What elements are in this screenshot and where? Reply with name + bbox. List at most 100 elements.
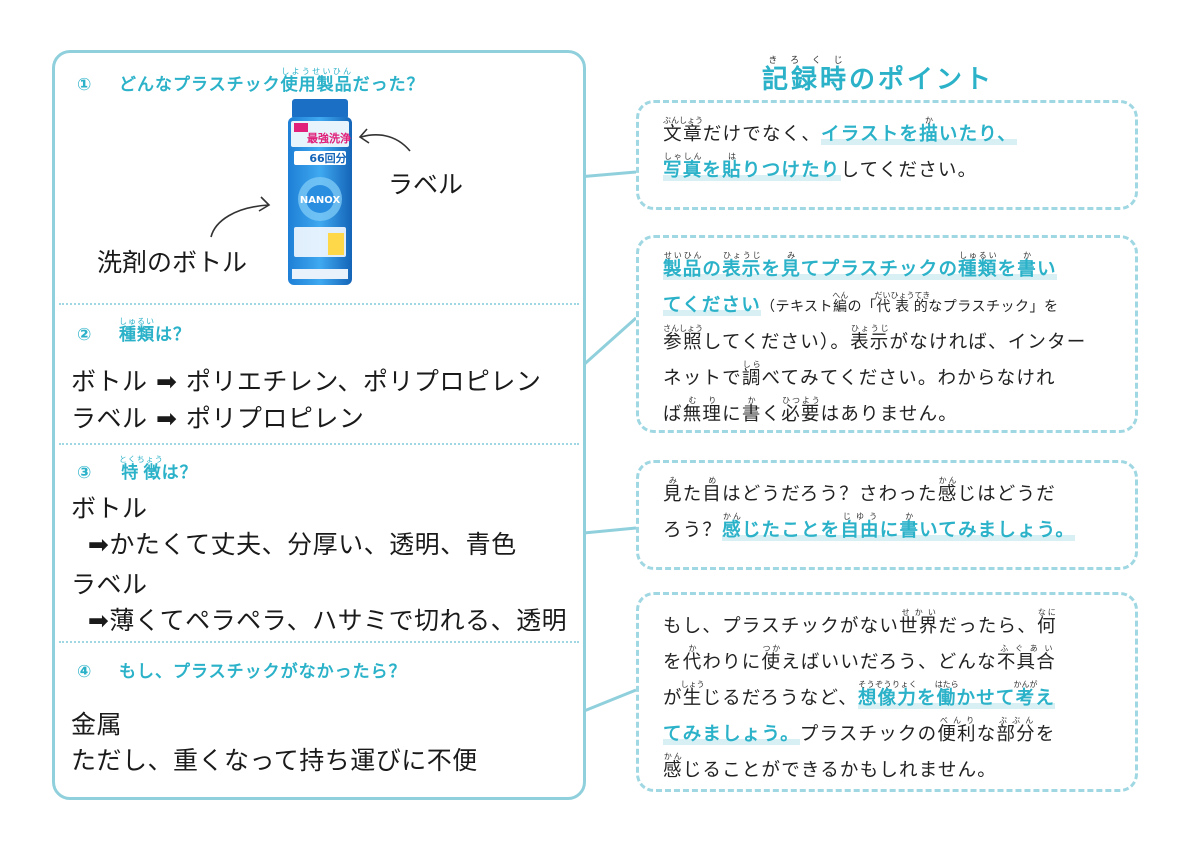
tip-text: 表示 bbox=[850, 332, 890, 353]
furigana: かん bbox=[722, 512, 742, 521]
tip-text: べてみてください。わからなけれ bbox=[761, 368, 1056, 389]
tip-text: に bbox=[722, 404, 742, 425]
furigana: かん bbox=[937, 476, 958, 485]
tip-text: を bbox=[663, 652, 683, 673]
answer-3-line-1: ボトル bbox=[71, 494, 148, 523]
tip-text: 感かんじたことを自由じゆうに書かいてみましょう。 bbox=[722, 512, 1076, 541]
tip-text: 調 bbox=[741, 368, 762, 389]
tip-text: 部分 bbox=[996, 724, 1036, 745]
tip-text: 製品せいひんの表示ひょうじを見みてプラスチックの種類しゅるいを書かい bbox=[663, 251, 1057, 280]
furigana: しょう bbox=[680, 680, 705, 689]
label-callout: ラベル bbox=[388, 170, 464, 199]
tip-text: 種類しゅるい bbox=[958, 251, 997, 280]
tip-text: 参照さんしょう bbox=[663, 324, 703, 353]
tip-text: に bbox=[879, 520, 900, 541]
tip-text: 描か bbox=[919, 116, 939, 145]
tip-text: 書 bbox=[1017, 259, 1037, 280]
furigana: ふぐあい bbox=[996, 644, 1056, 653]
tip-text: 世界せかい bbox=[899, 608, 938, 637]
tip-text: ろう？ bbox=[663, 520, 723, 541]
furigana: は bbox=[722, 152, 742, 161]
furigana: ひょうじ bbox=[722, 251, 762, 260]
tip-text: がなければ、インター bbox=[889, 332, 1087, 353]
tip-text: もし、プラスチックがない bbox=[663, 616, 900, 637]
tip-text: 生 bbox=[680, 688, 705, 709]
tip-text: なプラスチック」を bbox=[928, 299, 1059, 315]
furigana: かんが bbox=[1013, 680, 1038, 689]
tip-text: 代表的だいひょうてき bbox=[875, 291, 931, 315]
bottle-count: 66回分 bbox=[309, 151, 346, 165]
tip-text: 代か bbox=[682, 644, 703, 673]
furigana: か bbox=[1017, 251, 1037, 260]
tip-text: いたり、 bbox=[938, 124, 1017, 145]
tip-text: 描 bbox=[919, 124, 939, 145]
tip-text: だったら、 bbox=[938, 616, 1037, 637]
tip-text: だけでなく、 bbox=[702, 124, 822, 145]
furigana: め bbox=[702, 476, 723, 485]
tip-text: の bbox=[702, 259, 723, 280]
furigana: しゃしん bbox=[663, 152, 703, 161]
tip-text: を bbox=[1035, 724, 1056, 745]
tip-text: 貼は bbox=[722, 152, 742, 181]
tip-text: してください）。 bbox=[702, 332, 851, 353]
tip-text: 貼 bbox=[722, 160, 742, 181]
arrow-to-bottle-icon bbox=[210, 196, 271, 238]
tip-text: じはどうだ bbox=[957, 484, 1056, 505]
tip-text: え bbox=[1035, 688, 1056, 709]
tip-text: た bbox=[682, 484, 703, 505]
bottle-brand: NANOX bbox=[300, 195, 341, 206]
tip-text: な bbox=[976, 724, 997, 745]
tip-text: 目め bbox=[702, 476, 723, 505]
points-title: 記録時きろくじのポイント bbox=[762, 56, 995, 95]
answer-2-line-2: ラベル ➡ ポリプロピレン bbox=[71, 404, 365, 433]
tip-text: く bbox=[761, 404, 782, 425]
tip-text: 感 bbox=[722, 520, 742, 541]
tip-text: 文章 bbox=[663, 124, 703, 145]
furigana: か bbox=[741, 396, 762, 405]
furigana: せいひん bbox=[663, 251, 703, 260]
tip-text: じるだろうなど、 bbox=[702, 688, 858, 709]
furigana: ひつよう bbox=[781, 396, 821, 405]
tip-text: 書 bbox=[741, 404, 762, 425]
bottle-callout: 洗剤のボトル bbox=[97, 248, 248, 277]
furigana: せかい bbox=[899, 608, 939, 617]
furigana: か bbox=[682, 644, 703, 653]
tip-text: を bbox=[917, 688, 937, 709]
tip-text: 表示ひょうじ bbox=[850, 324, 890, 353]
tip-text: 文章ぶんしょう bbox=[663, 116, 703, 145]
furigana: へん bbox=[832, 291, 849, 300]
tip-text: 感 bbox=[937, 484, 958, 505]
tip-text: ば bbox=[663, 404, 683, 425]
tip-text: 自由じゆう bbox=[840, 512, 879, 541]
tip-text: 部分ぶぶん bbox=[996, 716, 1036, 745]
tip-text: イラストを描かいたり、 bbox=[821, 116, 1017, 145]
tip-text: イラストを bbox=[821, 124, 920, 145]
tip-text: 便利 bbox=[937, 724, 977, 745]
detergent-bottle-image: 最強洗浄 66回分 NANOX bbox=[288, 99, 352, 285]
furigana: み bbox=[781, 251, 801, 260]
tip-text: い bbox=[1036, 259, 1057, 280]
tip-text: 代 bbox=[682, 652, 703, 673]
tip-text: 無理むり bbox=[683, 396, 722, 425]
furigana: むり bbox=[682, 396, 723, 405]
tip-text: 見み bbox=[663, 476, 683, 505]
tip-text: （テキスト編へんの「代表的だいひょうてきなプラスチック」を bbox=[761, 291, 1059, 315]
section-divider bbox=[59, 641, 579, 643]
tip-text: 想像力そうぞうりょくを働はたらかせて考かんがえ bbox=[857, 680, 1056, 709]
tip-text: りつけたり bbox=[741, 160, 841, 181]
tip-text: 感かん bbox=[722, 512, 742, 541]
tip-text: 使つか bbox=[761, 644, 782, 673]
tip-text: 感かん bbox=[937, 476, 958, 505]
furigana: だいひょうてき bbox=[874, 291, 931, 300]
tip-text: はありません。 bbox=[820, 404, 958, 425]
tip-text: プラスチックの bbox=[799, 724, 938, 745]
tip-text: 生しょう bbox=[680, 680, 705, 709]
furigana: なに bbox=[1036, 608, 1057, 617]
tip-text: 想像力そうぞうりょく bbox=[858, 680, 917, 709]
tip-text: 目 bbox=[702, 484, 723, 505]
tip-text: えばいいだろう、どんな bbox=[781, 652, 997, 673]
tip-text: てみましょう。 bbox=[663, 724, 800, 745]
tip-text: じたことを bbox=[741, 520, 841, 541]
tip-text: 使 bbox=[761, 652, 782, 673]
